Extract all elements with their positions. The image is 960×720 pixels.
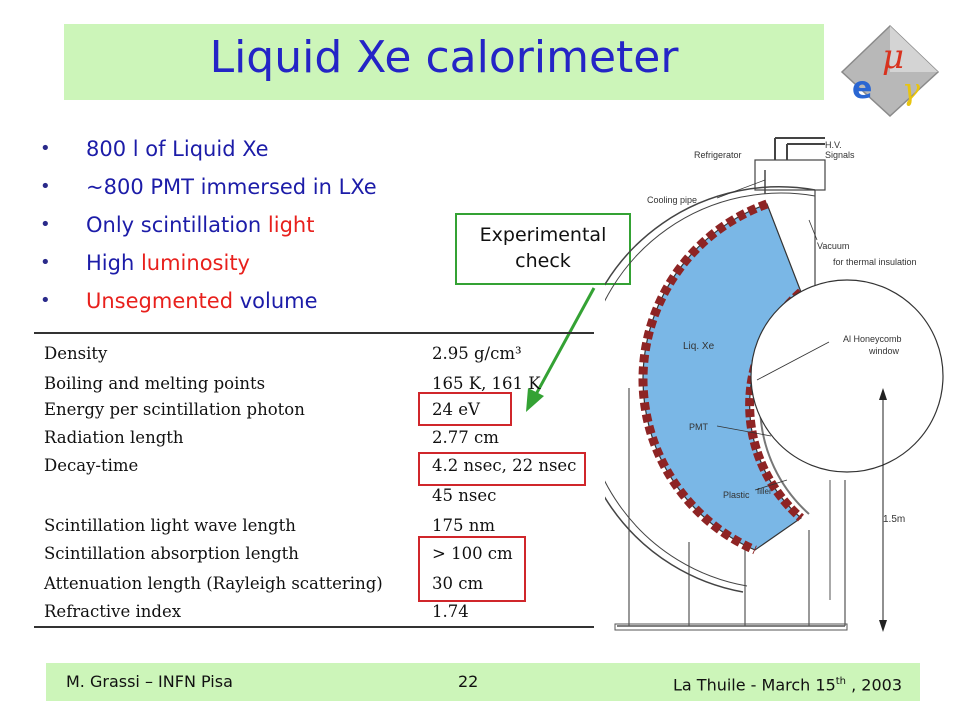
logo-mu: μ xyxy=(882,37,904,77)
property-name: Boiling and melting points xyxy=(44,374,266,393)
pmt-outer-layer xyxy=(638,199,769,555)
label-cooling-pipe: Cooling pipe xyxy=(647,195,697,205)
bullet-dot-icon: • xyxy=(40,252,51,273)
pipe-housing xyxy=(754,159,826,191)
leader-filler xyxy=(754,479,788,491)
meg-logo: μ e γ xyxy=(840,24,940,118)
property-value: 2.95 g/cm³ xyxy=(432,344,522,363)
calorimeter-diagram: H.V. Signals Refrigerator Cooling pipe V… xyxy=(605,137,944,632)
footer-author: M. Grassi – INFN Pisa xyxy=(66,672,233,691)
label-vacuum: Vacuum xyxy=(817,241,849,251)
footer-event-text: La Thuile - March 15 xyxy=(672,675,836,695)
footer-event-sup: th xyxy=(835,676,847,687)
bullet-text-part: volume xyxy=(239,289,318,313)
table-rule-bottom xyxy=(34,626,594,628)
label-pmt: PMT xyxy=(689,422,709,432)
footer-bar: M. Grassi – INFN Pisa 22 La Thuile - Mar… xyxy=(46,663,920,701)
property-value: 2.77 cm xyxy=(432,428,499,447)
property-name: Decay-time xyxy=(44,456,139,475)
label-thermal: for thermal insulation xyxy=(833,257,917,267)
property-name: Attenuation length (Rayleigh scattering) xyxy=(44,574,383,593)
footer-event: La Thuile - March 15th , 2003 xyxy=(673,663,902,704)
bullet-dot-icon: • xyxy=(40,214,51,235)
label-signals: Signals xyxy=(825,150,855,160)
title-bar: Liquid Xe calorimeter xyxy=(64,24,824,100)
leader-honeycomb xyxy=(756,341,830,381)
cryostat-outer xyxy=(605,186,816,593)
property-name: Energy per scintillation photon xyxy=(44,400,305,419)
slide-title: Liquid Xe calorimeter xyxy=(209,32,679,83)
label-refrigerator: Refrigerator xyxy=(694,150,742,160)
leader-cooling xyxy=(716,179,766,199)
bullet-text-part: luminosity xyxy=(140,251,250,275)
callout-box: Experimental check xyxy=(455,213,631,285)
property-name: Scintillation light wave length xyxy=(44,516,296,535)
bullet-text-part: High xyxy=(86,251,141,275)
property-value: 30 cm xyxy=(432,574,484,593)
bullet-text: 800 l of Liquid Xe xyxy=(86,130,269,168)
property-value: 45 nsec xyxy=(432,486,497,505)
bullet-text: Only scintillation light xyxy=(86,206,314,244)
footer-event-year: , 2003 xyxy=(846,675,902,695)
callout-line-1: Experimental xyxy=(479,224,607,246)
leader-pmt xyxy=(716,425,772,437)
logo-gamma: γ xyxy=(902,73,920,108)
label-plastic: Plastic xyxy=(723,490,750,500)
property-name: Radiation length xyxy=(44,428,184,447)
honeycomb-window xyxy=(750,279,944,473)
property-name: Refractive index xyxy=(44,602,182,621)
arrow-head xyxy=(526,388,544,412)
label-hv: H.V. xyxy=(825,140,842,150)
bullet-text-part: Only scintillation xyxy=(86,213,268,237)
highlight-energy xyxy=(418,392,512,426)
logo-e: e xyxy=(852,71,872,106)
cryostat-inner xyxy=(605,192,816,587)
bullet-text-part: 800 l of Liquid Xe xyxy=(86,137,269,161)
label-size: 1.5m xyxy=(883,514,905,525)
property-value: > 100 cm xyxy=(432,544,513,563)
dimension-arrow-top xyxy=(879,388,887,400)
bullet-text: High luminosity xyxy=(86,244,250,282)
property-value: 4.2 nsec, 22 nsec xyxy=(432,456,577,475)
callout-line-2: check xyxy=(515,250,571,272)
label-filler: filler xyxy=(757,487,772,496)
callout-arrow xyxy=(526,287,596,412)
properties-table: Density 2.95 g/cm³ Boiling and melting poi… xyxy=(34,330,594,630)
bullet-text-part: ~800 PMT immersed in LXe xyxy=(86,175,377,199)
table-rule-top xyxy=(34,332,594,334)
property-value: 1.74 xyxy=(432,602,469,621)
bullet-text: Unsegmented volume xyxy=(86,282,318,320)
property-value: 175 nm xyxy=(432,516,496,535)
highlight-decay xyxy=(418,452,586,486)
highlight-lengths xyxy=(418,536,526,602)
bullet-text: ~800 PMT immersed in LXe xyxy=(86,168,377,206)
logo-facet xyxy=(890,26,938,72)
arrow-shaft xyxy=(532,287,596,399)
bullet-dot-icon: • xyxy=(40,138,51,159)
dimension-arrow-bottom xyxy=(879,620,887,632)
base-plate xyxy=(614,623,848,631)
label-liq-xe: Liq. Xe xyxy=(683,341,715,352)
bullet-text-part: Unsegmented xyxy=(86,289,240,313)
footer-page-number: 22 xyxy=(458,672,479,691)
bullet-dot-icon: • xyxy=(40,290,51,311)
property-value: 165 K, 161 K xyxy=(432,374,541,393)
leader-vacuum xyxy=(808,219,818,241)
bullet-text-part: light xyxy=(267,213,315,237)
property-name: Scintillation absorption length xyxy=(44,544,299,563)
bullet-dot-icon: • xyxy=(40,176,51,197)
label-window: window xyxy=(868,346,900,356)
label-honeycomb: Al Honeycomb xyxy=(843,334,902,344)
property-name: Density xyxy=(44,344,108,363)
property-value: 24 eV xyxy=(432,400,480,419)
